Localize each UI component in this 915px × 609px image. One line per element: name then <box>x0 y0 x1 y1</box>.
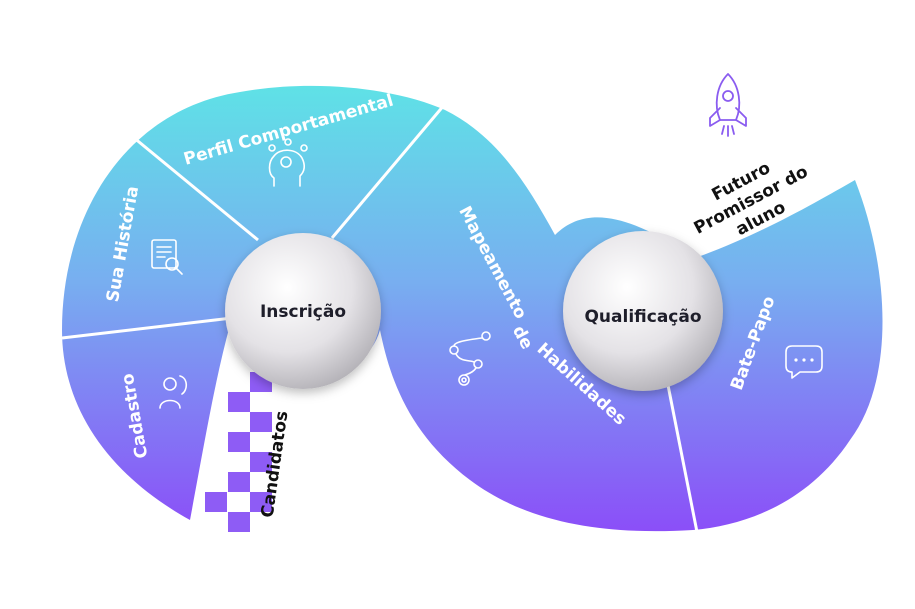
divider-4 <box>663 369 699 533</box>
orb-label-inscricao: Inscrição <box>260 302 346 322</box>
orb-inscricao <box>225 233 381 389</box>
user-plus-icon <box>159 375 188 409</box>
document-search-icon <box>151 239 183 275</box>
infinity-band <box>62 85 883 532</box>
checkered-flag <box>205 370 280 538</box>
divider-3 <box>330 103 447 239</box>
orb-qualificacao <box>563 231 723 391</box>
divider-2 <box>132 135 259 242</box>
brain-emotions-icon <box>268 138 308 187</box>
path-map-icon <box>449 331 491 386</box>
divider-1 <box>61 316 233 340</box>
chat-bubbles-icon <box>785 345 823 379</box>
orb-label-qualificacao: Qualificação <box>584 307 701 327</box>
rocket-icon <box>709 73 747 137</box>
